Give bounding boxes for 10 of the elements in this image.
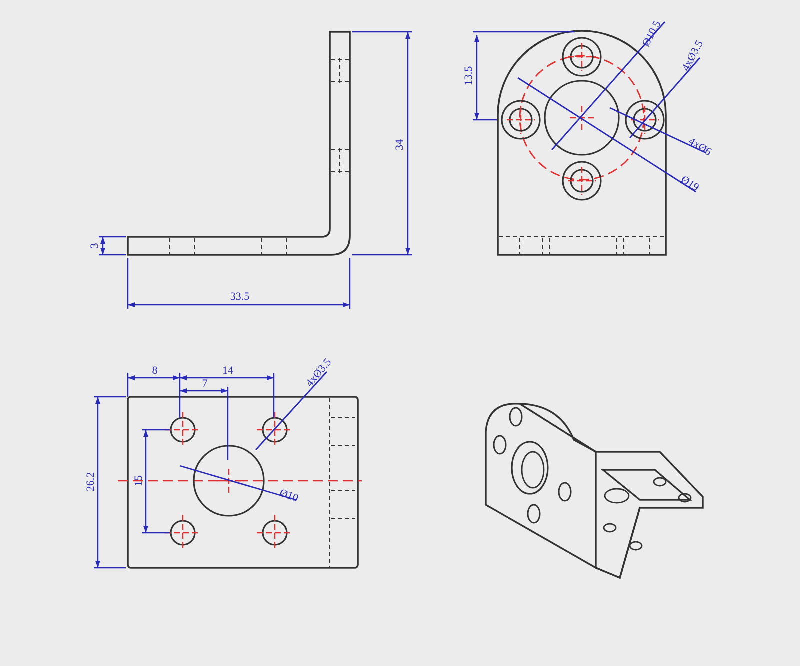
dimension-label: 8: [151, 365, 159, 377]
dimension-label: Ø19: [678, 173, 702, 195]
dimension-label: 15: [133, 474, 145, 488]
dimension-label: 3: [89, 242, 101, 250]
dimension-label: 7: [201, 378, 209, 390]
dimension-label: 33.5: [229, 291, 251, 303]
dimension-label: 13.5: [463, 65, 475, 87]
dimension-label: 14: [222, 365, 234, 377]
dimension-label: 34: [394, 138, 406, 152]
dimension-label: 26.2: [85, 471, 97, 493]
